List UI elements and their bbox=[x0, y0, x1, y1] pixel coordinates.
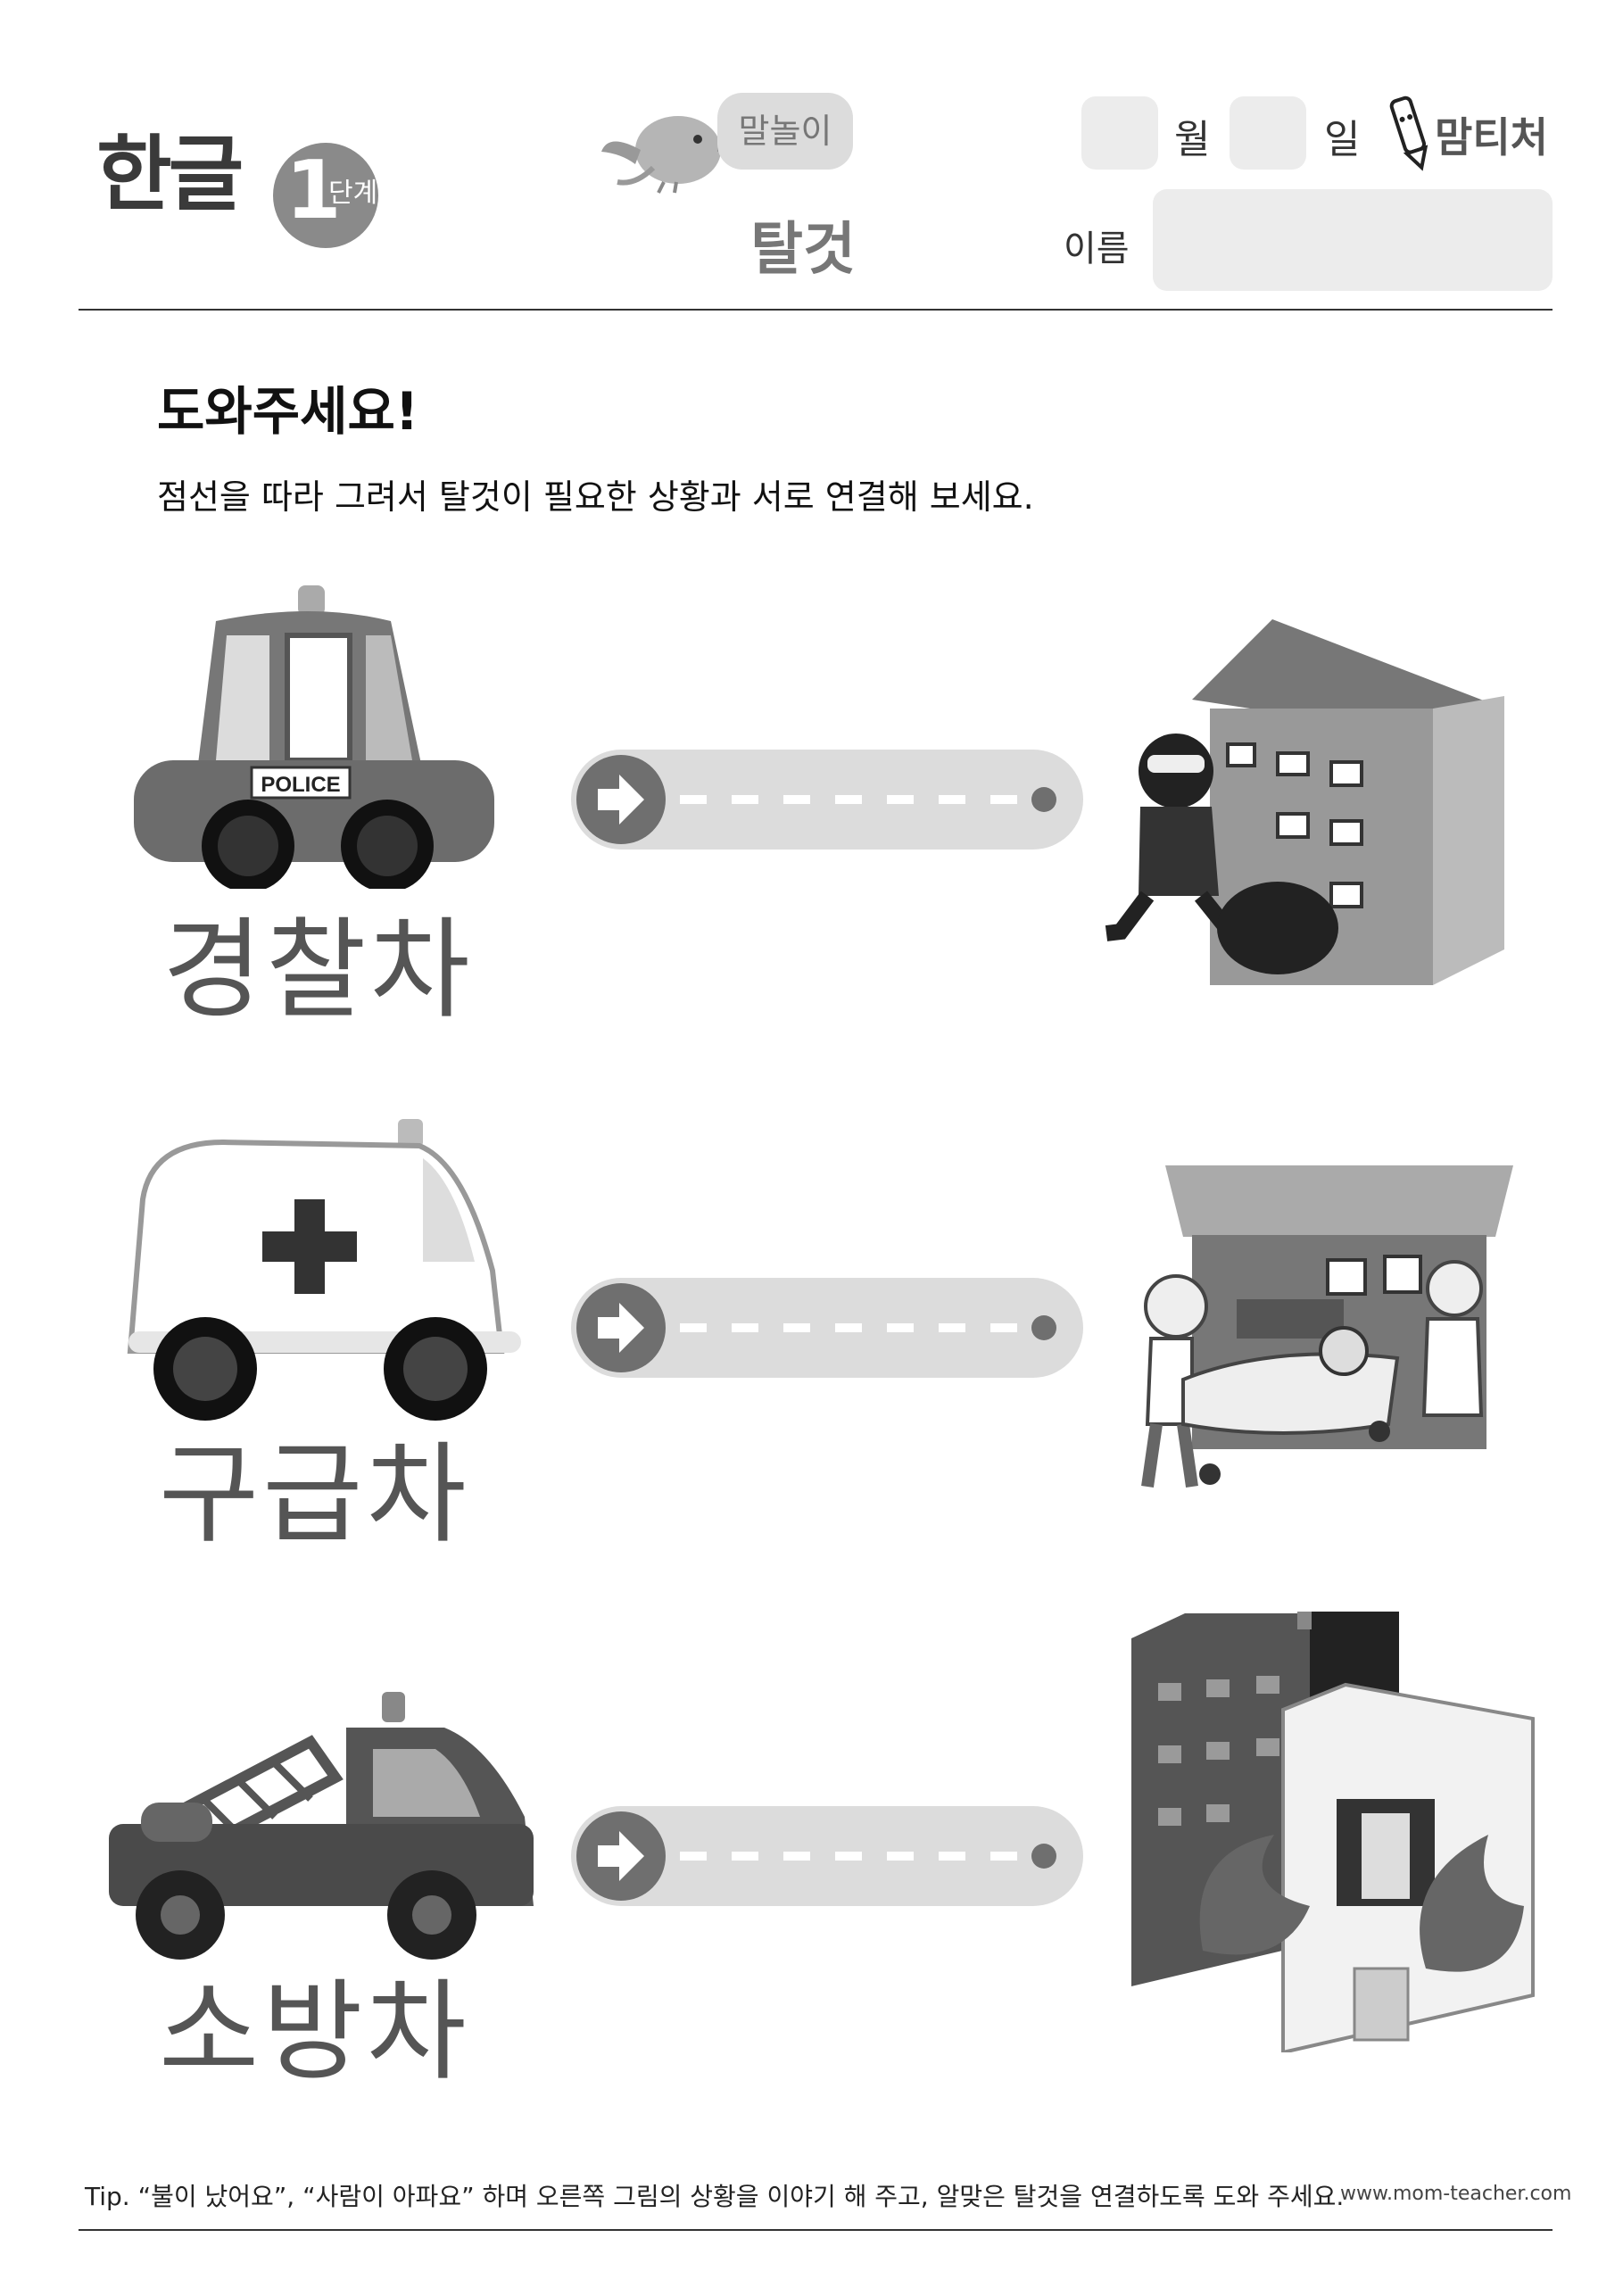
arrow-icon bbox=[598, 775, 644, 825]
vehicle-word: 구급차 bbox=[159, 1431, 470, 1558]
level-badge: 1 단계 bbox=[273, 143, 378, 248]
logo-text: 맘티처 bbox=[1435, 113, 1548, 162]
bird-icon bbox=[601, 116, 732, 194]
activity-instruction: 점선을 따라 그려서 탈것이 필요한 상황과 서로 연결해 보세요. bbox=[157, 477, 1034, 517]
site-url[interactable]: www.mom-teacher.com bbox=[1340, 2183, 1572, 2205]
activity-title: 도와주세요! bbox=[157, 381, 419, 442]
day-label: 일 bbox=[1324, 117, 1361, 162]
building-fire-scene-icon bbox=[1131, 1612, 1535, 2052]
name-field[interactable] bbox=[1153, 189, 1553, 291]
burglary-scene-icon bbox=[1105, 619, 1504, 985]
footer-divider bbox=[79, 2229, 1553, 2231]
ambulance-icon bbox=[127, 1119, 521, 1421]
vehicle-word: 경찰차 bbox=[162, 907, 474, 1033]
name-label: 이름 bbox=[1064, 228, 1130, 269]
mom-teacher-logo: 맘티처 bbox=[1389, 95, 1548, 171]
tracing-track[interactable] bbox=[571, 750, 1083, 850]
day-field[interactable] bbox=[1230, 96, 1306, 170]
tip-text: Tip. “불이 났어요”, “사람이 아파요” 하며 오른쪽 그림의 상황을 … bbox=[85, 2182, 1345, 2211]
police-car-icon: POLICE bbox=[134, 585, 494, 889]
police-sign: POLICE bbox=[261, 773, 340, 797]
arrow-icon bbox=[598, 1831, 644, 1881]
topic-title: 탈것 bbox=[750, 217, 856, 283]
vehicle-word: 소방차 bbox=[159, 1969, 470, 2095]
arrow-icon bbox=[598, 1303, 644, 1353]
header-divider bbox=[79, 309, 1553, 311]
wordplay-badge: 말놀이 bbox=[717, 93, 853, 170]
month-label: 월 bbox=[1174, 117, 1211, 162]
level-suffix: 단계 bbox=[328, 178, 378, 209]
level-number: 1 bbox=[286, 144, 342, 237]
fire-truck-icon bbox=[109, 1692, 534, 1960]
brand-title: 한글 bbox=[96, 127, 244, 222]
patient-scene-icon bbox=[1141, 1165, 1513, 1488]
month-field[interactable] bbox=[1081, 96, 1158, 170]
tracing-track[interactable] bbox=[571, 1278, 1083, 1378]
tracing-track[interactable] bbox=[571, 1806, 1083, 1906]
